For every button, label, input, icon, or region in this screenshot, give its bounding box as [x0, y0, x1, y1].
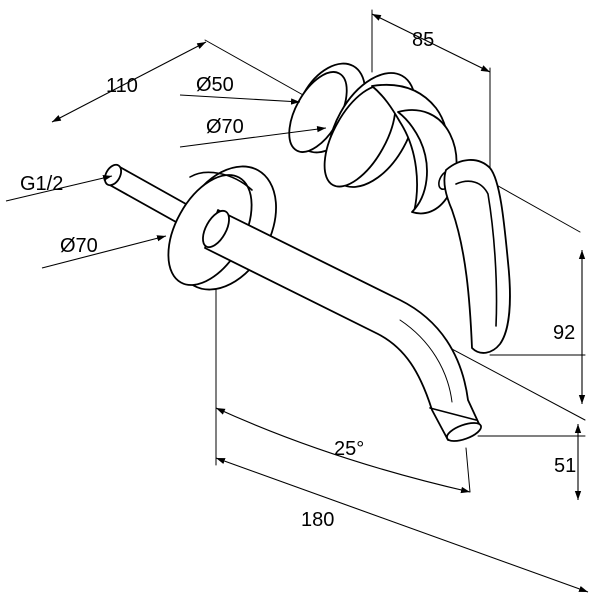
label-92: 92: [553, 322, 575, 344]
dimension-angle: 25°: [215, 407, 471, 494]
dimension-92: 92: [553, 250, 586, 404]
label-dia-50: Ø50: [196, 74, 234, 96]
dimension-180: 180: [215, 457, 589, 593]
spout: [202, 209, 482, 442]
label-110: 110: [106, 75, 138, 97]
dimension-110: 110: [51, 41, 207, 123]
label-dia-70-upper: Ø70: [206, 116, 244, 138]
dimension-85: 85: [371, 13, 491, 73]
label-dia-70-lower: Ø70: [60, 235, 98, 257]
leader-thread: G1/2: [5, 173, 113, 202]
lever-handle: [443, 159, 511, 354]
label-thread: G1/2: [20, 173, 63, 195]
ext-spout-tip: [465, 447, 471, 493]
label-180: 180: [301, 509, 334, 531]
label-51: 51: [554, 455, 576, 477]
leader-dia-70-lower: Ø70: [41, 235, 167, 269]
handle-body: [323, 72, 458, 215]
label-angle: 25°: [334, 438, 364, 460]
thread-pipe: [103, 163, 187, 223]
dimension-51: 51: [554, 424, 582, 500]
leader-dia-70-upper: Ø70: [179, 116, 327, 148]
ext-110-top: [204, 39, 313, 101]
leader-dia-50: Ø50: [179, 74, 301, 105]
label-85: 85: [412, 29, 434, 51]
